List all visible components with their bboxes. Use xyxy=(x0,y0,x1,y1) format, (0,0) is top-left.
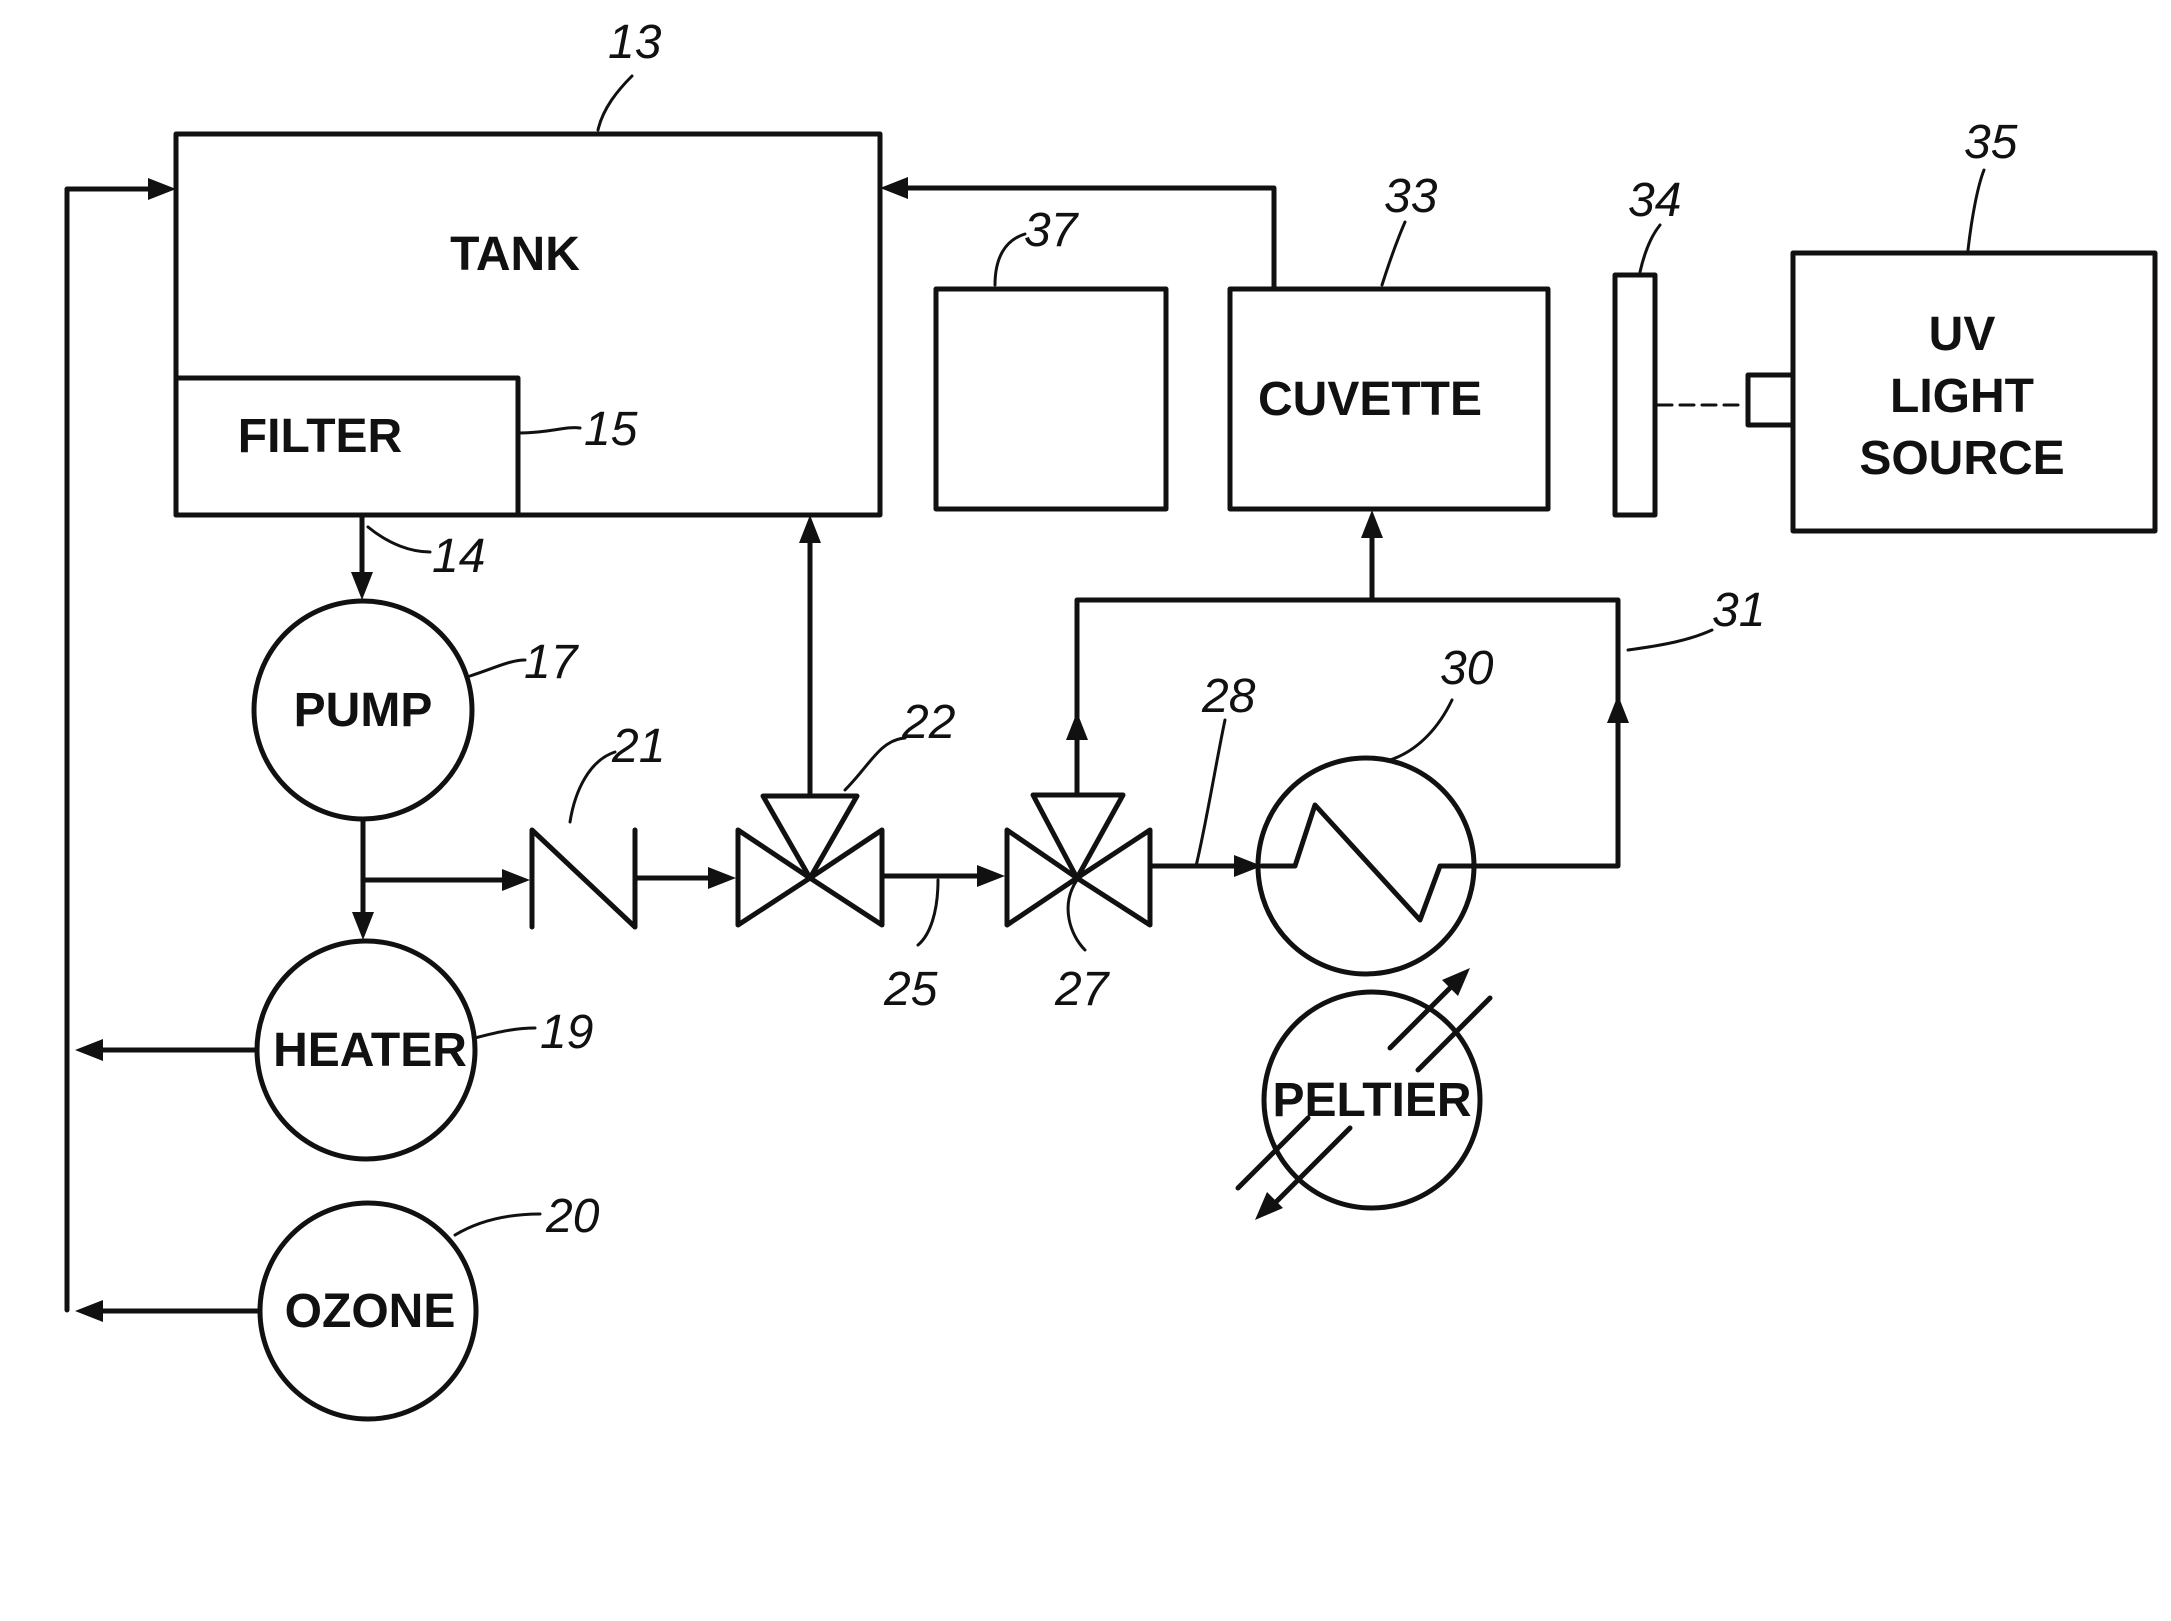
arrow-into-cuvette xyxy=(1361,510,1383,538)
filter-label: FILTER xyxy=(238,410,402,463)
leader-13 xyxy=(598,76,632,130)
valve-27 xyxy=(1007,795,1150,925)
ref-37: 37 xyxy=(1024,204,1080,257)
arrow-into-valve22 xyxy=(708,867,736,889)
leader-20 xyxy=(455,1214,540,1235)
ref-22: 22 xyxy=(901,696,955,749)
arrow-into-pump xyxy=(351,572,373,600)
ref-28: 28 xyxy=(1201,670,1256,723)
window-34 xyxy=(1615,275,1655,515)
arrow-into-tank xyxy=(148,178,176,200)
manifold-line xyxy=(1077,600,1618,730)
leader-22 xyxy=(845,738,905,790)
leader-21 xyxy=(570,752,615,822)
line-exchanger-out xyxy=(1470,720,1618,866)
peltier-label: PELTIER xyxy=(1272,1074,1471,1127)
arrow-heater-return xyxy=(75,1039,103,1061)
ref-25: 25 xyxy=(883,963,938,1016)
leader-35 xyxy=(1968,170,1984,250)
box-37 xyxy=(936,289,1166,509)
return-line-left xyxy=(67,189,164,1310)
tank-label: TANK xyxy=(450,228,580,281)
arrow-into-heater xyxy=(352,912,374,940)
arrow-into-tank-bottom xyxy=(799,515,821,543)
ref-20: 20 xyxy=(545,1190,600,1243)
leader-28 xyxy=(1196,720,1225,866)
leader-30 xyxy=(1390,700,1452,760)
ref-19: 19 xyxy=(540,1006,593,1059)
cuvette-label: CUVETTE xyxy=(1258,373,1482,426)
leader-17 xyxy=(470,660,525,676)
leader-25 xyxy=(918,880,938,945)
ozone-label: OZONE xyxy=(285,1285,456,1338)
leader-33 xyxy=(1382,222,1405,285)
ref-21: 21 xyxy=(611,720,665,773)
leader-27 xyxy=(1068,880,1085,950)
ref-30: 30 xyxy=(1440,642,1494,695)
arrow-ozone-return xyxy=(75,1300,103,1322)
arrow-cuvette-into-tank xyxy=(880,177,908,199)
valve-22 xyxy=(738,796,882,925)
ref-14: 14 xyxy=(432,530,485,583)
heat-exchanger-zigzag xyxy=(1262,805,1470,920)
ref-33: 33 xyxy=(1384,170,1438,223)
leader-34 xyxy=(1640,225,1660,272)
heater-label: HEATER xyxy=(273,1024,467,1077)
line-cuvette-to-tank xyxy=(895,188,1274,289)
leader-37 xyxy=(995,234,1025,285)
ref-15: 15 xyxy=(584,403,638,456)
ref-31: 31 xyxy=(1712,584,1765,637)
leader-14 xyxy=(368,527,430,552)
uv-label-line2: LIGHT xyxy=(1890,370,2034,423)
arrow-into-valve27 xyxy=(977,865,1005,887)
leader-19 xyxy=(475,1028,535,1038)
leader-15 xyxy=(520,428,580,433)
uv-label-line1: UV xyxy=(1929,308,1996,361)
ref-27: 27 xyxy=(1054,963,1111,1016)
uv-label-line3: SOURCE xyxy=(1859,432,2064,485)
uv-lamp-nozzle xyxy=(1748,375,1793,425)
check-valve xyxy=(532,830,635,927)
ref-35: 35 xyxy=(1964,116,2018,169)
leader-31 xyxy=(1628,630,1712,650)
arrow-into-check-valve xyxy=(502,869,530,891)
pump-label: PUMP xyxy=(294,684,433,737)
ref-34: 34 xyxy=(1628,174,1681,227)
ref-13: 13 xyxy=(608,16,662,69)
ref-17: 17 xyxy=(524,636,580,689)
